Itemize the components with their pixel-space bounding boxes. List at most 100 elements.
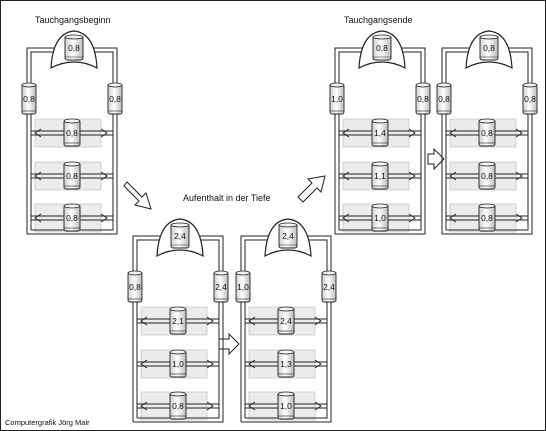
right-cylinder-label: 0,8 xyxy=(417,94,429,104)
top-cylinder-label: 0,8 xyxy=(483,43,495,53)
flow-arrow-icon xyxy=(206,359,214,369)
flow-arrow-icon xyxy=(449,213,457,223)
circuit-d4: 0,8 1,0 0,8 1,4 1,1 1,0 xyxy=(329,30,431,235)
top-cylinder-label: 2,4 xyxy=(174,231,186,241)
flow-arrow-icon xyxy=(248,401,256,411)
row-cylinder-1-label: 0,8 xyxy=(66,128,78,138)
flow-arrow-icon xyxy=(408,128,416,138)
right-cylinder: 0,8 xyxy=(107,82,123,115)
title-depth: Aufenthalt in der Tiefe xyxy=(183,193,271,203)
row-cylinder-2-label: 1,0 xyxy=(172,359,184,369)
top-cylinder: 2,4 xyxy=(170,222,190,249)
right-cylinder-label: 0,8 xyxy=(524,94,536,104)
left-cylinder-label: 1,0 xyxy=(237,282,249,292)
top-cylinder-label: 0,8 xyxy=(376,43,388,53)
row-cylinder-2: 0,8 xyxy=(63,161,81,190)
left-cylinder: 0,8 xyxy=(127,270,143,303)
row-cylinder-2: 1,3 xyxy=(277,349,295,378)
flow-arrow-icon xyxy=(100,128,108,138)
right-cylinder: 2,4 xyxy=(213,270,229,303)
flow-arrow-icon xyxy=(515,171,523,181)
right-cylinder: 2,4 xyxy=(321,270,337,303)
arrow-right-icon-2 xyxy=(427,147,445,171)
arrow-ascend-icon xyxy=(297,175,326,203)
flow-arrow-icon xyxy=(515,128,523,138)
top-cylinder-label: 2,4 xyxy=(282,231,294,241)
transition-arrows xyxy=(123,147,445,356)
row-cylinder-3: 0,8 xyxy=(478,203,496,232)
flow-arrow-icon xyxy=(140,359,148,369)
left-cylinder-label: 0,8 xyxy=(23,94,35,104)
left-cylinder: 0,8 xyxy=(21,82,37,115)
flow-arrow-icon xyxy=(206,401,214,411)
flow-arrow-icon xyxy=(342,128,350,138)
flow-arrow-icon xyxy=(314,316,322,326)
flow-arrow-icon xyxy=(206,316,214,326)
left-cylinder-label: 1,0 xyxy=(331,94,343,104)
credit-label: Computergrafik Jörg Mair xyxy=(5,418,90,427)
row-cylinder-1: 0,8 xyxy=(63,118,81,147)
flow-arrow-icon xyxy=(34,128,42,138)
pipe-outer xyxy=(441,47,533,235)
flow-arrow-icon xyxy=(408,171,416,181)
pipe-outer xyxy=(240,235,332,423)
row-cylinder-3: 1,0 xyxy=(371,203,389,232)
flow-arrow-icon xyxy=(34,171,42,181)
top-cylinder: 0,8 xyxy=(64,34,84,61)
row-cylinder-1: 2,1 xyxy=(169,306,187,335)
circuit-d2: 2,4 0,8 2,4 2,1 1,0 0,8 xyxy=(127,218,229,423)
row-cylinder-2-label: 1,1 xyxy=(374,171,386,181)
flow-arrow-icon xyxy=(100,171,108,181)
row-cylinder-2: 0,8 xyxy=(478,161,496,190)
title-end: Tauchgangsende xyxy=(344,15,413,25)
top-cylinder-label: 0,8 xyxy=(68,43,80,53)
row-cylinder-3: 0,8 xyxy=(169,391,187,420)
circuit-d5: 0,8 0,8 0,8 0,8 0,8 0,8 xyxy=(436,30,538,235)
row-cylinder-2-label: 0,8 xyxy=(481,171,493,181)
row-cylinder-3-label: 1,0 xyxy=(374,213,386,223)
top-cylinder: 2,4 xyxy=(278,222,298,249)
circuit-d1: 0,8 0,8 0,8 0,8 0,8 0,8 xyxy=(21,30,123,235)
row-cylinder-2-label: 1,3 xyxy=(280,359,292,369)
right-cylinder: 0,8 xyxy=(415,82,431,115)
arrow-right-icon-1 xyxy=(218,332,240,356)
top-cylinder: 0,8 xyxy=(372,34,392,61)
flow-arrow-icon xyxy=(248,316,256,326)
flow-arrow-icon xyxy=(342,171,350,181)
flow-arrow-icon xyxy=(408,213,416,223)
flow-arrow-icon xyxy=(248,359,256,369)
row-cylinder-3-label: 0,8 xyxy=(66,213,78,223)
row-cylinder-1-label: 2,4 xyxy=(280,316,292,326)
left-cylinder: 0,8 xyxy=(436,82,452,115)
pipe-outer xyxy=(132,235,224,423)
left-cylinder-label: 0,8 xyxy=(129,282,141,292)
left-cylinder-label: 0,8 xyxy=(438,94,450,104)
row-cylinder-3-label: 0,8 xyxy=(172,401,184,411)
flow-arrow-icon xyxy=(515,213,523,223)
flow-arrow-icon xyxy=(100,213,108,223)
flow-arrow-icon xyxy=(314,359,322,369)
flow-arrow-icon xyxy=(140,316,148,326)
row-cylinder-1-label: 1,4 xyxy=(374,128,386,138)
arrow-descend-icon xyxy=(123,181,152,210)
right-cylinder-label: 0,8 xyxy=(109,94,121,104)
row-cylinder-2-label: 0,8 xyxy=(66,171,78,181)
left-cylinder: 1,0 xyxy=(235,270,251,303)
row-cylinder-3: 0,8 xyxy=(63,203,81,232)
flow-arrow-icon xyxy=(449,128,457,138)
flow-arrow-icon xyxy=(314,401,322,411)
right-cylinder-label: 2,4 xyxy=(215,282,227,292)
row-cylinder-1: 0,8 xyxy=(478,118,496,147)
row-cylinder-3: 1,0 xyxy=(277,391,295,420)
row-cylinder-1: 1,4 xyxy=(371,118,389,147)
row-cylinder-2: 1,0 xyxy=(169,349,187,378)
left-cylinder: 1,0 xyxy=(329,82,345,115)
pipe-outer xyxy=(26,47,118,235)
flow-arrow-icon xyxy=(449,171,457,181)
circuit-d3: 2,4 1,0 2,4 2,4 1,3 1,0 xyxy=(235,218,337,423)
title-start: Tauchgangsbeginn xyxy=(35,15,111,25)
row-cylinder-3-label: 1,0 xyxy=(280,401,292,411)
row-cylinder-3-label: 0,8 xyxy=(481,213,493,223)
